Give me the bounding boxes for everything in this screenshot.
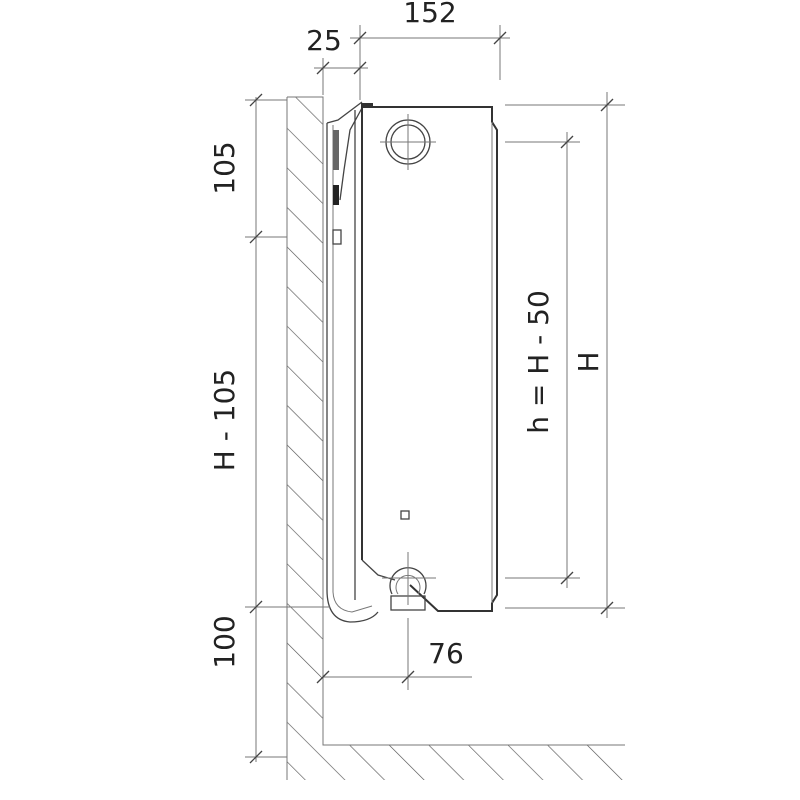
- radiator-panel: [361, 103, 498, 612]
- dim-top-offset: 105: [208, 141, 241, 194]
- top-pipe-connection: [380, 114, 436, 170]
- dimension-lines: 152 25 105 H - 105 100 h = H - 50 H: [208, 0, 625, 764]
- dim-connection-spacing: h = H - 50: [522, 290, 555, 434]
- dim-height: H: [572, 351, 605, 372]
- dim-bracket-span: H - 105: [208, 369, 241, 471]
- dim-bracket-offset: 25: [306, 24, 342, 57]
- vent-square: [400, 510, 410, 520]
- dim-depth: 152: [403, 0, 456, 29]
- wall-bracket: [326, 101, 379, 623]
- wall-section: [286, 96, 625, 780]
- dim-floor-clearance: 100: [208, 615, 241, 668]
- dim-connection-offset: 76: [428, 637, 464, 670]
- bottom-pipe-connection: [382, 552, 436, 611]
